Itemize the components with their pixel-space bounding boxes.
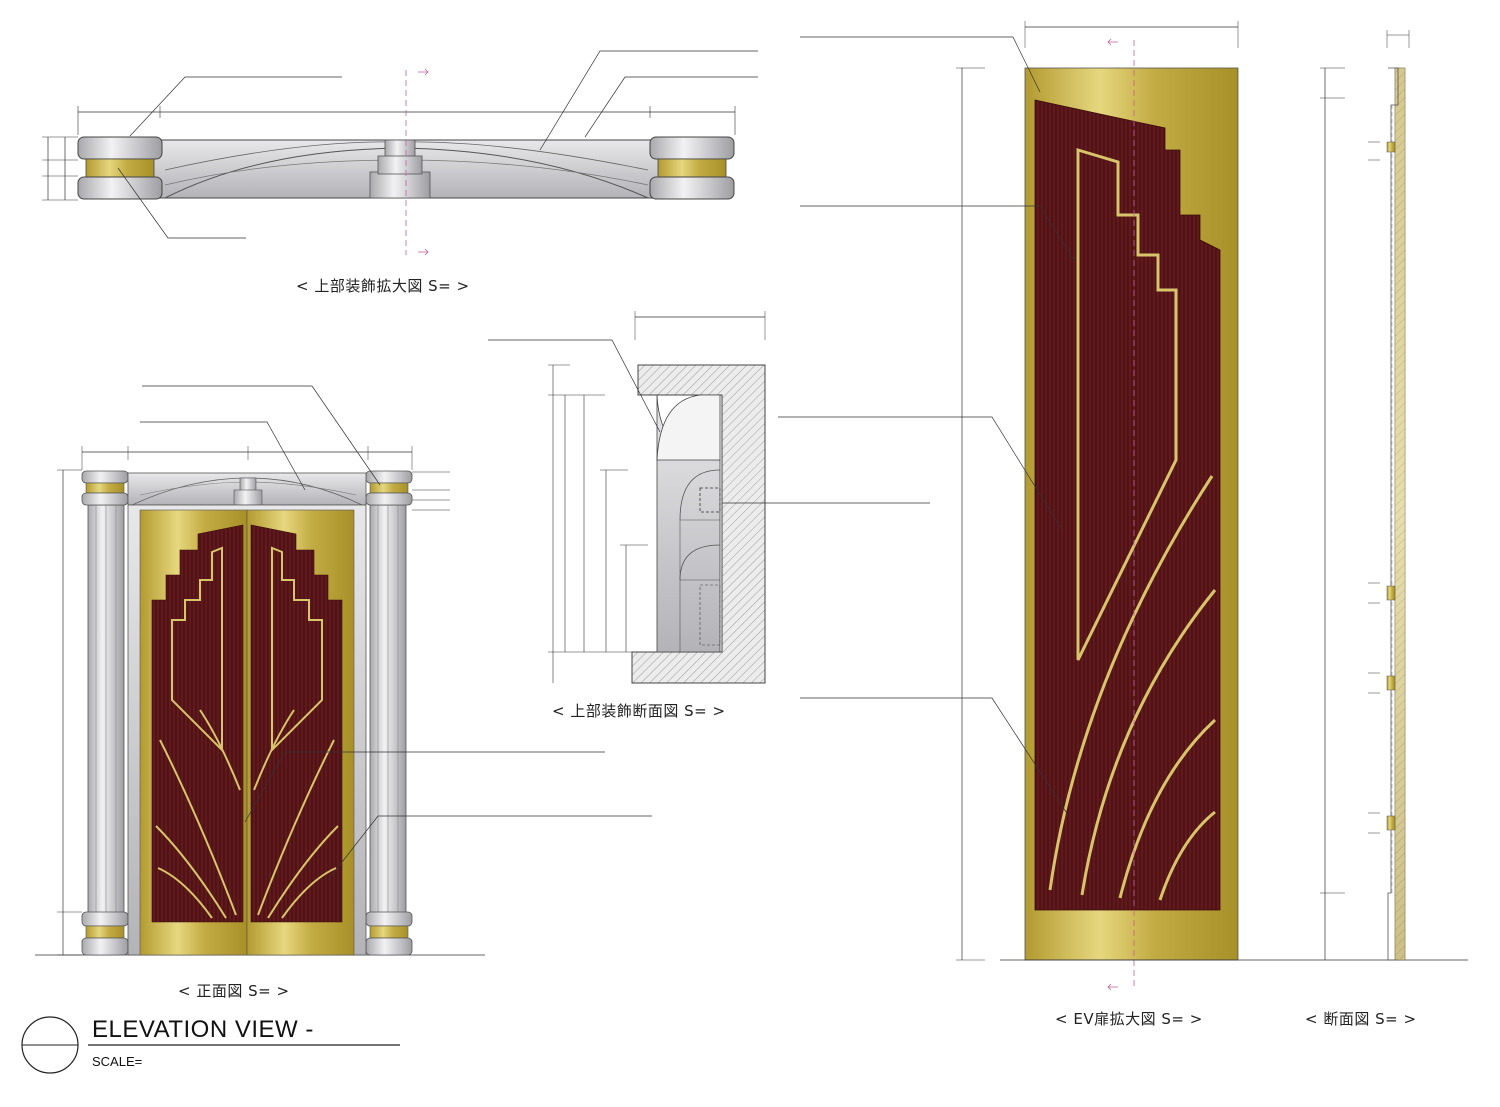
caption-top-detail: < 上部装飾拡大図 S= > xyxy=(296,277,470,295)
caption-section: < 断面図 S= > xyxy=(1305,1010,1417,1028)
top-decoration-detail xyxy=(42,50,758,256)
ev-door-enlarged xyxy=(778,21,1468,991)
title-block-title: ELEVATION VIEW - xyxy=(92,1016,314,1043)
top-decoration-section xyxy=(488,311,930,684)
door-section xyxy=(1320,30,1410,961)
caption-top-section: < 上部装飾断面図 S= > xyxy=(552,702,726,720)
title-block-scale: SCALE= xyxy=(92,1054,143,1069)
title-block xyxy=(21,1016,400,1074)
caption-ev-door: < EV扉拡大図 S= > xyxy=(1055,1010,1203,1028)
front-elevation xyxy=(35,385,652,956)
caption-front: < 正面図 S= > xyxy=(178,982,290,1000)
